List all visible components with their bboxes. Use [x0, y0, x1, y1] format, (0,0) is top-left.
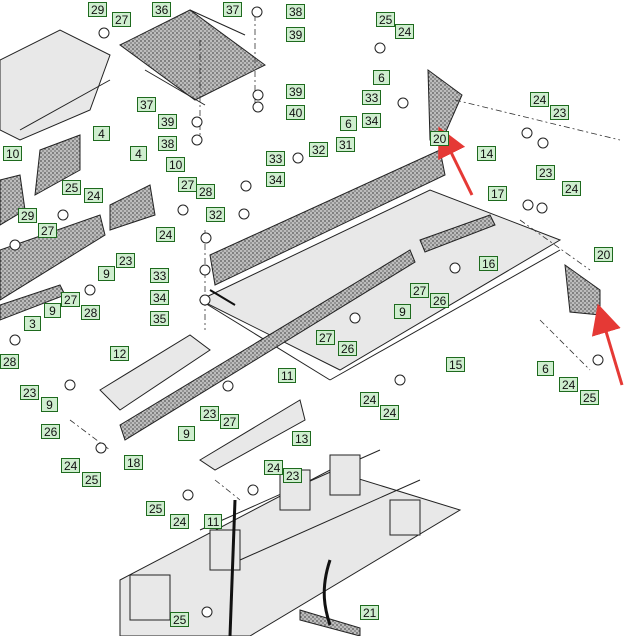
callout-label: 27	[316, 330, 336, 345]
callout-label: 9	[41, 397, 58, 412]
callout-label: 24	[61, 458, 81, 473]
callout-label: 26	[338, 341, 358, 356]
channel-12	[99, 334, 211, 411]
callout-label: 39	[286, 84, 306, 99]
callout-label: 34	[266, 172, 286, 187]
callout-label: 27	[112, 12, 132, 27]
callout-label: 18	[124, 455, 144, 470]
callout-label: 27	[410, 283, 430, 298]
callout-label: 24	[84, 188, 104, 203]
callout-label: 15	[446, 357, 466, 372]
callout-label: 26	[41, 424, 61, 439]
plate-left-1	[0, 214, 106, 301]
callout-label: 27	[178, 177, 198, 192]
callout-label: 28	[196, 184, 216, 199]
callout-label: 9	[178, 426, 195, 441]
bracket-13	[199, 399, 306, 471]
callout-label: 3	[24, 316, 41, 331]
callout-label: 23	[536, 165, 556, 180]
callout-label: 39	[158, 114, 178, 129]
callout-label: 33	[362, 90, 382, 105]
callout-label: 32	[206, 207, 226, 222]
callout-label: 25	[82, 472, 102, 487]
callout-label: 23	[283, 468, 303, 483]
callout-label: 24	[264, 460, 284, 475]
callout-label: 37	[223, 2, 243, 17]
callout-label: 9	[394, 304, 411, 319]
callout-label: 31	[336, 137, 356, 152]
callout-label: 23	[20, 385, 40, 400]
callout-label: 11	[278, 368, 297, 383]
callout-label: 28	[0, 354, 20, 369]
callout-label: 25	[170, 612, 190, 627]
callout-label: 28	[81, 305, 101, 320]
callout-label: 4	[130, 146, 147, 161]
callout-label: 4	[93, 126, 110, 141]
callout-label: 40	[286, 105, 306, 120]
panel-4-mid	[109, 184, 156, 231]
red-arrow-upper	[438, 126, 474, 196]
callout-label: 25	[62, 180, 82, 195]
callout-label: 25	[376, 12, 396, 27]
callout-label: 39	[286, 27, 306, 42]
callout-label: 33	[266, 151, 286, 166]
callout-label: 26	[430, 293, 450, 308]
callout-label: 25	[580, 390, 600, 405]
callout-label: 23	[550, 105, 570, 120]
callout-label: 10	[166, 157, 186, 172]
callout-label: 36	[152, 2, 172, 17]
callout-label: 24	[395, 24, 415, 39]
callout-label: 11	[204, 514, 223, 529]
strip-17	[419, 214, 496, 253]
callout-label: 27	[38, 223, 58, 238]
callout-label: 13	[292, 431, 312, 446]
callout-label: 35	[150, 311, 170, 326]
callout-label: 21	[360, 605, 380, 620]
callout-label: 33	[150, 268, 170, 283]
fasteners	[9, 6, 604, 618]
plate-31	[209, 149, 446, 286]
callout-label: 17	[488, 186, 508, 201]
callout-label: 24	[170, 514, 190, 529]
callout-label: 10	[3, 146, 23, 161]
callout-label: 34	[150, 290, 170, 305]
callout-label: 24	[559, 377, 579, 392]
callout-label: 24	[156, 227, 176, 242]
callout-label: 24	[380, 405, 400, 420]
callout-label: 6	[373, 70, 390, 85]
callout-label: 27	[220, 414, 240, 429]
callout-label: 12	[110, 346, 130, 361]
callout-label: 23	[200, 406, 220, 421]
callout-label: 32	[309, 142, 329, 157]
plate-36	[119, 9, 266, 101]
callout-label: 6	[340, 116, 357, 131]
callout-label: 24	[360, 392, 380, 407]
callout-label: 24	[530, 92, 550, 107]
callout-label: 29	[88, 2, 108, 17]
red-arrow-lower	[591, 303, 624, 386]
callout-label: 38	[158, 136, 178, 151]
callout-label: 37	[137, 97, 157, 112]
callout-label: 29	[18, 208, 38, 223]
callout-label: 20	[594, 247, 614, 262]
callout-label: 6	[537, 361, 554, 376]
callout-label: 16	[479, 256, 499, 271]
callout-label: 9	[44, 303, 61, 318]
callout-label: 14	[477, 146, 497, 161]
callout-label: 25	[146, 501, 166, 516]
upper-cover-sheet	[0, 29, 111, 141]
callout-label: 9	[98, 266, 115, 281]
callout-label: 27	[61, 292, 81, 307]
panel-20-lower	[564, 263, 601, 316]
callout-label: 23	[116, 253, 136, 268]
callout-label: 20	[430, 131, 450, 146]
panel-4-left	[34, 134, 81, 196]
callout-label: 34	[362, 113, 382, 128]
callout-label: 38	[286, 4, 306, 19]
callout-label: 24	[562, 181, 582, 196]
strip-18	[119, 249, 416, 441]
